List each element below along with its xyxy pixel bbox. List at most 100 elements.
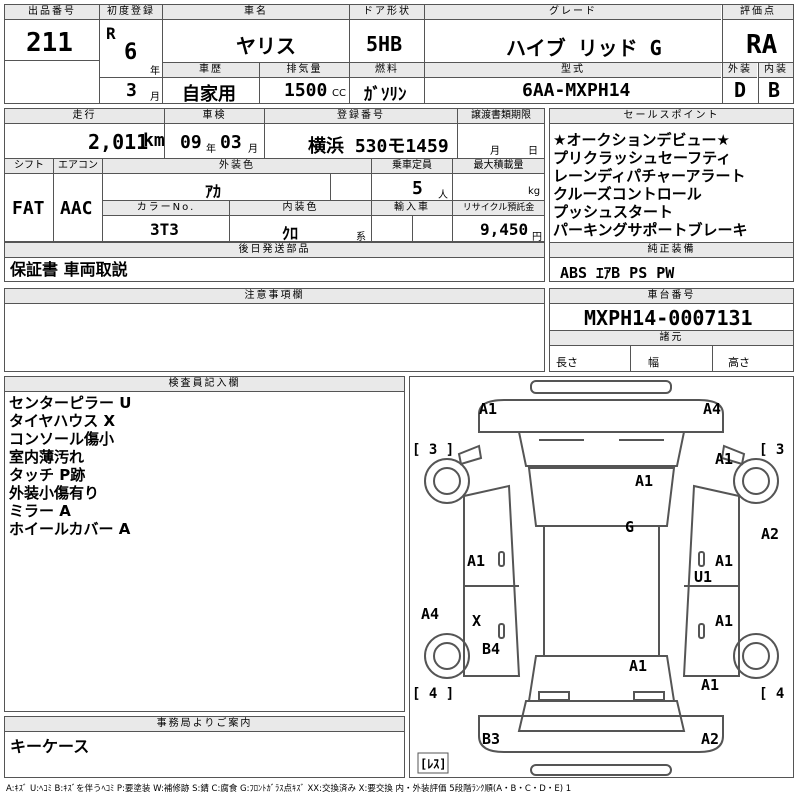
color-label: 外装色 <box>103 159 371 174</box>
insp-year: 09 <box>180 132 202 153</box>
spare-tire-label: [ﾚｽ] <box>420 757 446 771</box>
grade-label: グレード <box>425 5 721 20</box>
mileage: 2,011 <box>88 130 149 154</box>
damage-mark: A2 <box>701 730 719 748</box>
color-number: 3T3 <box>150 220 179 239</box>
capacity-label: 乗車定員 <box>372 159 452 174</box>
inspector-line-4: 室内薄汚れ <box>9 448 85 466</box>
lot-number: 211 <box>26 28 73 58</box>
sales-point-2: プリクラッシュセーフティ <box>553 149 732 167</box>
damage-mark: A4 <box>421 605 439 623</box>
office-box <box>4 716 405 778</box>
damage-mark: B3 <box>482 730 500 748</box>
later-parts-value: 保証書 車両取説 <box>10 260 128 279</box>
ac-label: エアコン <box>54 159 102 174</box>
history: 自家用 <box>182 84 236 105</box>
transfer-label: 譲渡書類期限 <box>458 109 544 124</box>
inspector-line-7: ミラー A <box>9 502 71 520</box>
damage-diagram <box>409 376 794 778</box>
damage-mark: U1 <box>694 568 712 586</box>
disp-unit: CC <box>332 88 346 99</box>
damage-mark: A1 <box>635 472 653 490</box>
month-unit: 月 <box>150 92 160 103</box>
history-label: 車歴 <box>163 63 259 78</box>
damage-mark: A4 <box>703 400 721 418</box>
ext-label: 外装 <box>723 63 757 78</box>
capacity: 5 <box>412 178 423 199</box>
fuel: ｶﾞｿﾘﾝ <box>364 85 407 105</box>
inspector-line-3: コンソール傷小 <box>9 430 115 448</box>
spec-label: 諸元 <box>550 331 793 346</box>
tire-fl-label: [ 3 ] <box>412 442 454 458</box>
door-label: ドア形状 <box>350 5 424 20</box>
inspect-label: 車検 <box>165 109 264 124</box>
capacity-unit: 人 <box>438 190 448 201</box>
chassis-label: 車台番号 <box>550 289 793 304</box>
transfer-day: 日 <box>528 146 538 157</box>
score-label: 評価点 <box>723 5 793 20</box>
interior-color: ｸﾛ <box>282 224 299 243</box>
int-score: B <box>768 78 781 102</box>
tire-rr-label: [ 4 ] <box>759 686 794 702</box>
spec-height: 高さ <box>728 356 750 369</box>
plate-label: 登録番号 <box>265 109 457 124</box>
load-unit: kg <box>528 186 541 197</box>
insp-year-unit: 年 <box>206 144 216 155</box>
damage-mark: A1 <box>715 552 733 570</box>
damage-mark: A1 <box>467 552 485 570</box>
recycle-fee: 9,450 <box>480 220 529 239</box>
sales-point-1: ★オークションデビュー★ <box>553 131 730 149</box>
damage-mark: B4 <box>482 640 500 658</box>
lot-label: 出品番号 <box>5 5 99 20</box>
sales-points <box>549 108 794 282</box>
damage-mark: G <box>625 518 634 536</box>
caution-box <box>4 288 545 372</box>
ext-color: ｱｶ <box>205 182 222 201</box>
inspector-label: 検査員記入欄 <box>5 377 404 392</box>
inspector-line-6: 外装小傷有り <box>9 484 100 502</box>
spec-width: 幅 <box>648 356 659 369</box>
tire-rl-label: [ 4 ] <box>412 686 454 702</box>
later-parts <box>4 242 545 282</box>
inspector-line-1: センターピラー U <box>9 394 132 412</box>
tire-fr-label: [ 3 ] <box>759 442 794 458</box>
first-reg-label: 初度登録 <box>100 5 162 20</box>
shift-label: シフト <box>5 159 53 174</box>
equipment-value: ABS ｴｱB PS PW <box>560 264 675 282</box>
interior-label: 内装色 <box>230 201 371 216</box>
displacement: 1500 <box>284 80 328 101</box>
sales-point-6: パーキングサポートブレーキ <box>553 221 748 239</box>
damage-mark: A1 <box>479 400 497 418</box>
year-unit: 年 <box>150 66 160 77</box>
damage-mark: A1 <box>715 450 733 468</box>
model-label: 型式 <box>425 63 721 78</box>
fuel-label: 燃料 <box>350 63 424 78</box>
sales-point-3: レーンディパチャーアラート <box>553 167 746 185</box>
equipment-label: 純正装備 <box>550 243 793 258</box>
era: R <box>106 24 116 43</box>
air-con: AAC <box>60 198 93 219</box>
load-label: 最大積載量 <box>453 159 544 174</box>
car-outline: [ 3 ] [ 3 ] [ 4 ] [ 4 ] [ﾚｽ] A1 A4 A1 A1… <box>412 380 794 776</box>
inspector-line-5: タッチ P跡 <box>9 466 86 484</box>
later-parts-label: 後日発送部品 <box>5 243 544 258</box>
transfer-month: 月 <box>490 146 500 157</box>
sales-point-4: クルーズコントロール <box>553 185 702 203</box>
shift: FAT <box>12 198 45 219</box>
reg-month: 3 <box>126 80 137 101</box>
reg-year: 6 <box>124 40 138 65</box>
damage-mark: A1 <box>629 657 647 675</box>
disp-label: 排気量 <box>260 63 349 78</box>
grade: ハイブ リッド G <box>506 36 662 60</box>
int-label: 内装 <box>759 63 793 78</box>
mileage-label: 走行 <box>5 109 164 124</box>
inspector-box <box>4 376 405 712</box>
score: RA <box>746 30 778 60</box>
legend: A:ｷｽﾞ U:ﾍｺﾐ B:ｷｽﾞを伴うﾍｺﾐ P:要塗装 W:補修跡 S:錆 … <box>6 784 572 794</box>
import-label: 輸入車 <box>372 201 452 216</box>
damage-mark: A2 <box>761 525 779 543</box>
caution-label: 注意事項欄 <box>5 289 544 304</box>
insp-month: 03 <box>220 132 242 153</box>
model: 6AA-MXPH14 <box>522 80 631 101</box>
vehicle-details <box>4 108 545 242</box>
